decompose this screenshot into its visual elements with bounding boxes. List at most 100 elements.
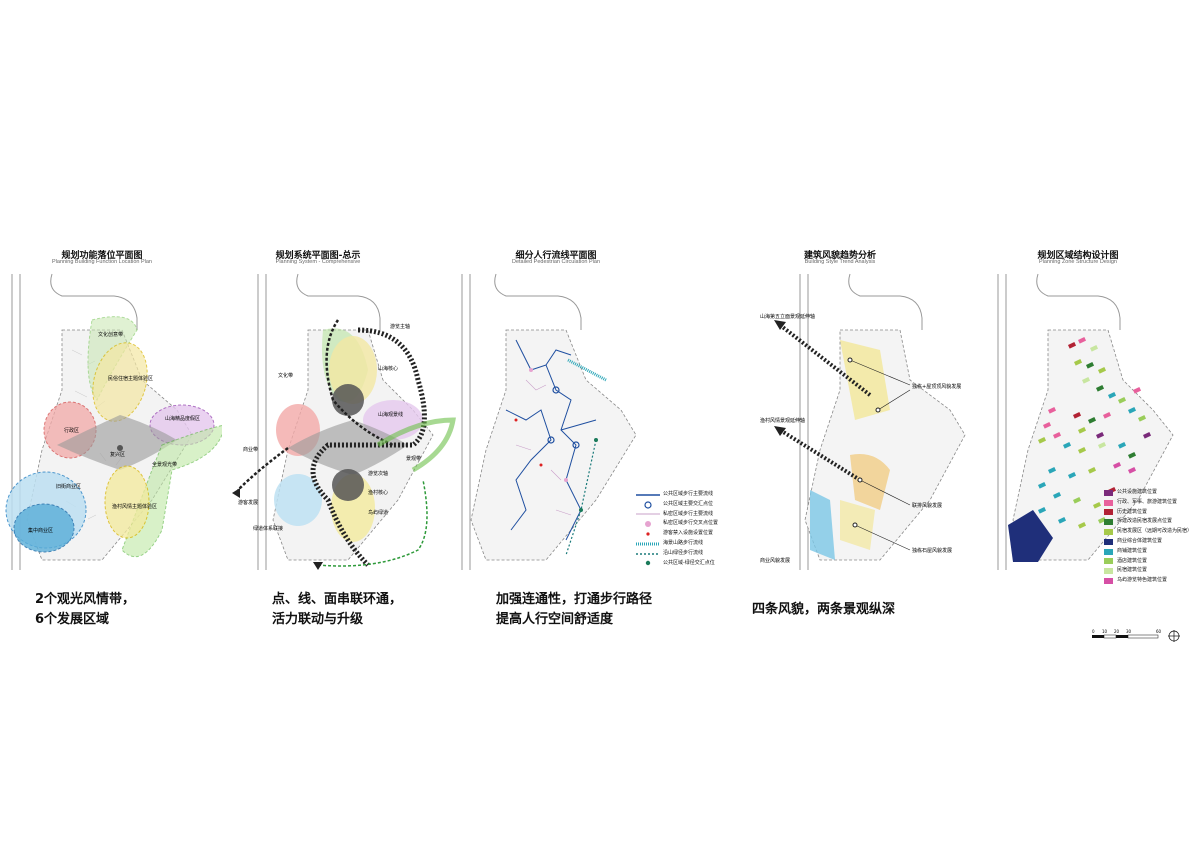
pedestrian-map — [461, 273, 636, 570]
building-block — [1038, 507, 1047, 514]
label-tourist-dev: 游客发展 — [238, 499, 258, 506]
label-panorama: 全景观光带 — [152, 461, 177, 468]
road-outline — [997, 273, 1121, 570]
building-block — [1128, 407, 1137, 414]
label-villa-roof: 独栋+屋顶顶风貌发展 — [912, 383, 961, 390]
legend-label: 游客禁入设施设置位置 — [663, 530, 714, 537]
building-block — [1063, 442, 1072, 449]
building-block — [1068, 342, 1077, 349]
legend-label: 公共区域主要交汇点位 — [663, 500, 714, 507]
building-block — [1086, 362, 1095, 369]
site-boundary — [1012, 329, 1174, 561]
node-private — [564, 478, 568, 482]
panel-pedestrian: 细分人行流线平面图 Detailed Pedestrian Circulatio… — [456, 248, 656, 578]
legend-swatch — [1104, 509, 1113, 516]
main-walk-routes — [505, 339, 597, 541]
legend-symbol — [636, 530, 660, 538]
legend-item: 民宿发展区（远期可改造为民宿） — [1104, 527, 1192, 537]
scale-segment — [1103, 634, 1117, 639]
legend-swatch — [1104, 578, 1113, 585]
building-block — [1058, 517, 1067, 524]
building-block — [1096, 432, 1105, 439]
leader-node — [857, 477, 863, 483]
caption-line: 加强连通性，打通步行路径 — [496, 592, 653, 607]
zone-revival — [57, 415, 177, 470]
legend-item: 公共区域-绿径交汇点位 — [636, 559, 718, 569]
label-stone-villa: 独栋石屋风貌发展 — [912, 547, 952, 554]
core-mountain-sea — [332, 384, 364, 416]
scale-segment — [1092, 635, 1104, 638]
legend-label: 商铺建筑位置 — [1117, 547, 1148, 554]
building-block — [1088, 467, 1097, 474]
legend-label: 私密区域步行交叉点位置 — [663, 520, 719, 527]
caption-line: 提高人行空间舒适度 — [496, 612, 614, 627]
label-homestay: 民俗住宿主题体验区 — [108, 375, 153, 382]
caption-line: 6个发展区域 — [35, 612, 110, 627]
zone-central-commerce — [13, 503, 75, 553]
legend-symbol — [636, 510, 660, 518]
landscape-band — [376, 417, 456, 473]
label-old-street: 旧街商业区 — [56, 483, 81, 490]
node-greenway — [579, 508, 583, 512]
building-block — [1038, 437, 1047, 444]
building-block — [1078, 447, 1087, 454]
panel-subtitle: Planning Zone Structure Design — [1039, 259, 1117, 265]
building-block — [1074, 359, 1083, 366]
panel-title: 建筑风貌趋势分析 — [803, 251, 876, 261]
legend-label: 沿山绿径步行流线 — [663, 549, 704, 556]
building-block — [1078, 427, 1087, 434]
building-block — [1078, 522, 1087, 529]
site-boundary — [470, 329, 636, 561]
legend-item: 海景山路步行流线 — [636, 539, 718, 549]
legend-label: 公共区域-绿径交汇点位 — [663, 559, 715, 566]
node-restricted — [539, 463, 543, 467]
legend-label: 私密区域步行主要流线 — [663, 510, 714, 517]
legend-swatch — [1104, 529, 1113, 536]
legend-swatch — [1104, 538, 1113, 545]
core-fishing-village — [332, 469, 364, 501]
axis-mountain-sea — [778, 323, 872, 397]
building-block — [1098, 442, 1107, 449]
building-block — [1096, 385, 1105, 392]
legend-label: 乌屿游览特色建筑位置 — [1117, 577, 1168, 584]
zone-map — [997, 273, 1174, 570]
legend-swatch — [1104, 499, 1113, 506]
node-private — [529, 368, 533, 372]
legend-swatch — [1104, 519, 1113, 526]
legend-item: 拆建改造民宿发展点位置 — [1104, 517, 1192, 527]
building-block — [1103, 412, 1112, 419]
label-landscape-band: 景观带 — [406, 455, 421, 462]
legend-label: 历史建筑位置 — [1117, 508, 1148, 515]
building-block — [1090, 345, 1099, 352]
legend-item: 沿山绿径步行流线 — [636, 549, 718, 559]
caption-line: 四条风貌，两条景观纵深 — [752, 602, 896, 617]
building-block — [1128, 452, 1137, 459]
building-block — [1118, 442, 1127, 449]
building-blocks — [1008, 337, 1152, 562]
label-fishing-core: 渔村核心 — [368, 489, 388, 496]
secondary-tour-axis — [237, 319, 394, 491]
building-block — [1088, 417, 1097, 424]
caption-line: 点、线、面串联环通， — [272, 592, 403, 607]
building-block — [1093, 502, 1102, 509]
legend-symbol — [636, 559, 660, 567]
label-resort: 山海精品度假区 — [165, 415, 200, 422]
revival-core — [117, 445, 123, 451]
legend-item: 历史建筑位置 — [1104, 508, 1192, 518]
legend-label: 民宿建筑位置 — [1117, 567, 1148, 574]
label-secondary-axis: 游览次轴 — [368, 470, 388, 477]
zone-revival — [288, 420, 408, 475]
label-commerce: 商业风貌发展 — [760, 557, 790, 564]
caption-line: 活力联动与升级 — [272, 612, 364, 627]
legend-swatch — [1104, 558, 1113, 565]
scale-segment — [1116, 635, 1128, 638]
panel-subtitle: Building Style Trend Analysis — [804, 259, 876, 265]
building-block — [1143, 432, 1152, 439]
function-map: 文化创意带 民俗住宿主题体验区 山海精品度假区 行政区 复兴区 全景观光带 旧街… — [5, 273, 222, 570]
arrow-west — [232, 488, 240, 498]
legend-symbol — [636, 501, 660, 509]
zone-panorama-band — [121, 424, 222, 558]
label-mountain-core: 山海核心 — [378, 365, 398, 372]
legend-item: 商业综合体建筑位置 — [1104, 537, 1192, 547]
legend-item: 私密区域步行交叉点位置 — [636, 519, 718, 529]
